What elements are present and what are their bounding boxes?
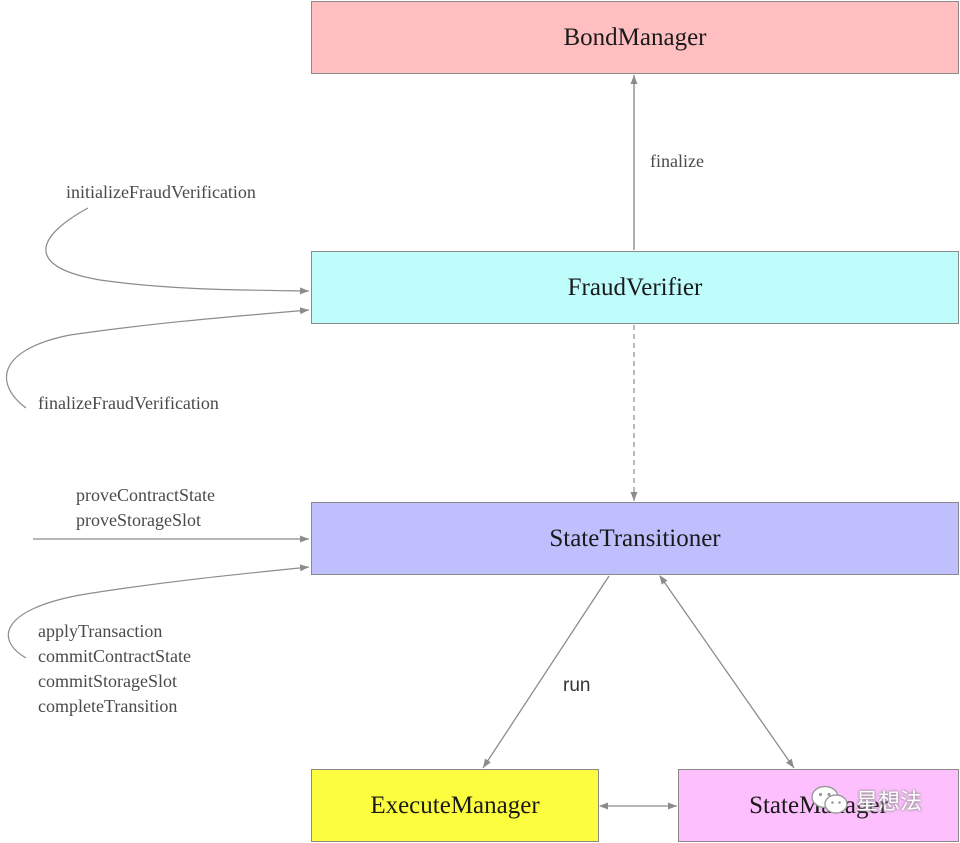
fraud-verifier-label: FraudVerifier <box>567 273 703 301</box>
finalize-verification-arrow <box>5 307 310 409</box>
apply-transaction-arrow <box>7 564 310 659</box>
prove-call-item: proveContractState <box>76 485 215 505</box>
transition-call-item: completeTransition <box>38 696 178 716</box>
prove-calls-list: proveContractState proveStorageSlot <box>76 483 215 533</box>
finalize-label: finalize <box>650 151 704 171</box>
execute-manager-label: ExecuteManager <box>370 791 540 819</box>
transition-call-item: applyTransaction <box>38 621 163 641</box>
finalize-verification-label: finalizeFraudVerification <box>38 393 219 413</box>
run-label: run <box>563 675 591 696</box>
wechat-icon <box>811 785 848 814</box>
bond-manager-node: BondManager <box>311 1 959 74</box>
transition-call-item: commitContractState <box>38 646 191 666</box>
prove-call-item: proveStorageSlot <box>76 510 201 530</box>
execute-manager-node: ExecuteManager <box>311 769 599 842</box>
bond-manager-label: BondManager <box>563 23 707 51</box>
initialize-verification-label: initializeFraudVerification <box>66 182 256 202</box>
state-transitioner-node: StateTransitioner <box>311 502 959 575</box>
watermark: 星想法 <box>810 780 922 820</box>
transition-calls-list: applyTransaction commitContractState com… <box>38 619 191 719</box>
initialize-verification-arrow <box>45 207 310 295</box>
fraud-verifier-node: FraudVerifier <box>311 251 959 324</box>
transition-call-item: commitStorageSlot <box>38 671 177 691</box>
watermark-text: 星想法 <box>856 790 923 815</box>
state-access-arrow <box>659 575 795 769</box>
state-transitioner-label: StateTransitioner <box>549 524 721 552</box>
run-arrow <box>482 575 610 769</box>
